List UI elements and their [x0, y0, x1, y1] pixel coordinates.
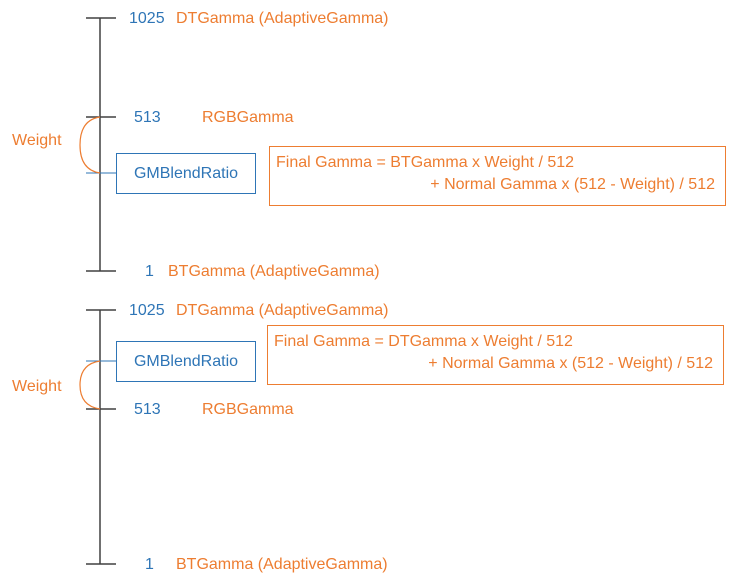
diagram2-top-label: DTGamma (AdaptiveGamma) — [176, 302, 389, 319]
diagram1-top-value: 1025 — [129, 10, 165, 27]
diagram1-bottom-value: 1 — [145, 263, 154, 280]
diagram1-ratio-label: GMBlendRatio — [133, 164, 239, 182]
diagram2-formula-line1: Final Gamma = DTGamma x Weight / 512 — [274, 333, 573, 350]
diagram2-formula-box: Final Gamma = DTGamma x Weight / 512 + N… — [267, 325, 724, 385]
diagram1-mid-value: 513 — [134, 109, 161, 126]
diagram1-weight-label: Weight — [12, 132, 62, 149]
diagram2-ratio-label: GMBlendRatio — [133, 352, 239, 370]
diagram1-mid-label: RGBGamma — [202, 109, 294, 126]
diagram2-mid-label: RGBGamma — [202, 401, 294, 418]
diagram2-bottom-label: BTGamma (AdaptiveGamma) — [176, 556, 388, 573]
weight-brace-2 — [79, 360, 101, 410]
diagram1-formula-line1: Final Gamma = BTGamma x Weight / 512 — [276, 154, 575, 171]
diagram2-top-value: 1025 — [129, 302, 165, 319]
diagram1-formula-line2: + Normal Gamma x (512 - Weight) / 512 — [430, 176, 715, 193]
diagram1-ratio-box: GMBlendRatio — [116, 153, 256, 194]
diagram1-formula-box: Final Gamma = BTGamma x Weight / 512 + N… — [269, 146, 726, 206]
diagram2-mid-value: 513 — [134, 401, 161, 418]
diagram2-formula-line2: + Normal Gamma x (512 - Weight) / 512 — [428, 355, 713, 372]
diagram2-bottom-value: 1 — [145, 556, 154, 573]
diagram2-weight-label: Weight — [12, 378, 62, 395]
diagram2-ratio-box: GMBlendRatio — [116, 341, 256, 382]
diagram1-bottom-label: BTGamma (AdaptiveGamma) — [168, 263, 380, 280]
diagram1-top-label: DTGamma (AdaptiveGamma) — [176, 10, 389, 27]
weight-brace-1 — [79, 116, 101, 174]
